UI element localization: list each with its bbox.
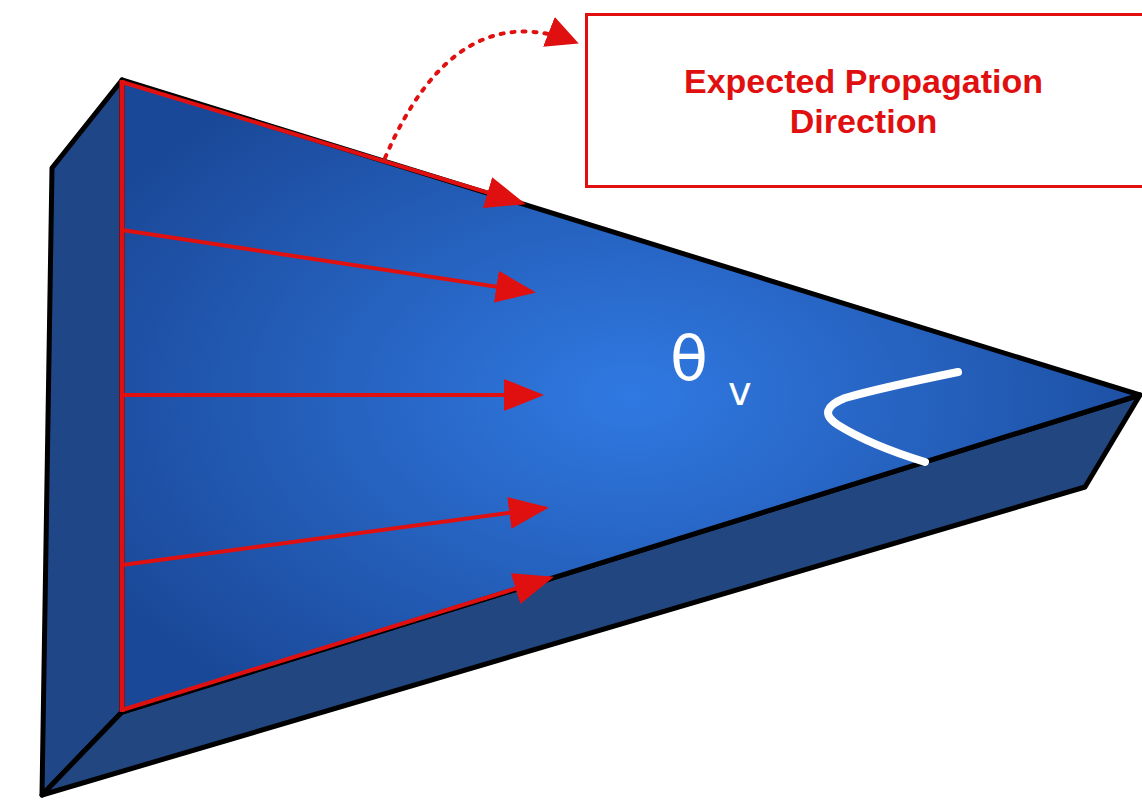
callout-box: Expected Propagation Direction xyxy=(585,13,1142,188)
callout-leader xyxy=(385,31,575,158)
propagation-arrows xyxy=(122,80,550,712)
wedge-side-face xyxy=(42,80,122,795)
angle-arc xyxy=(828,372,958,462)
callout-text: Expected Propagation Direction xyxy=(654,61,1074,141)
angle-subscript: v xyxy=(728,368,752,414)
angle-symbol: θ xyxy=(670,322,708,395)
